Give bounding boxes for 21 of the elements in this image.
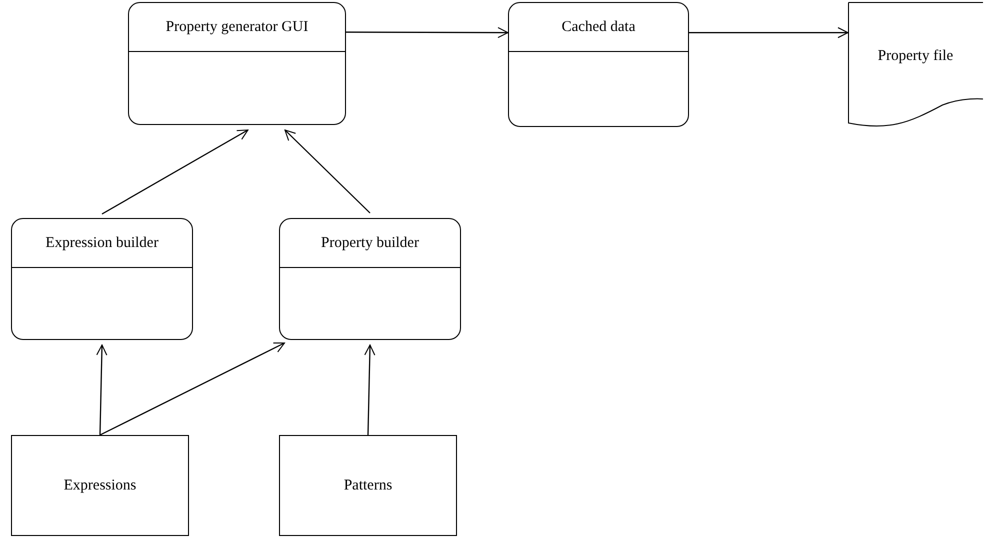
node-label: Property file xyxy=(876,48,954,65)
rounded-box xyxy=(128,2,346,125)
arrow xyxy=(102,129,248,215)
arrow xyxy=(284,130,370,214)
process-box xyxy=(279,435,457,536)
arrow xyxy=(100,342,285,436)
rounded-box xyxy=(508,2,689,127)
arrow xyxy=(364,344,376,436)
node-label: Patterns xyxy=(342,477,394,494)
arrow xyxy=(689,27,848,38)
node-label: Expression builder xyxy=(44,235,160,252)
document-shape xyxy=(848,2,983,127)
node-label: Property generator GUI xyxy=(164,19,310,36)
node-label: Property builder xyxy=(320,235,420,252)
rounded-box xyxy=(11,218,193,340)
node-label: Cached data xyxy=(560,19,636,36)
process-box xyxy=(11,435,189,536)
arrow xyxy=(96,344,108,436)
rounded-box xyxy=(279,218,461,340)
node-label: Expressions xyxy=(62,477,138,494)
arrow xyxy=(346,27,508,38)
